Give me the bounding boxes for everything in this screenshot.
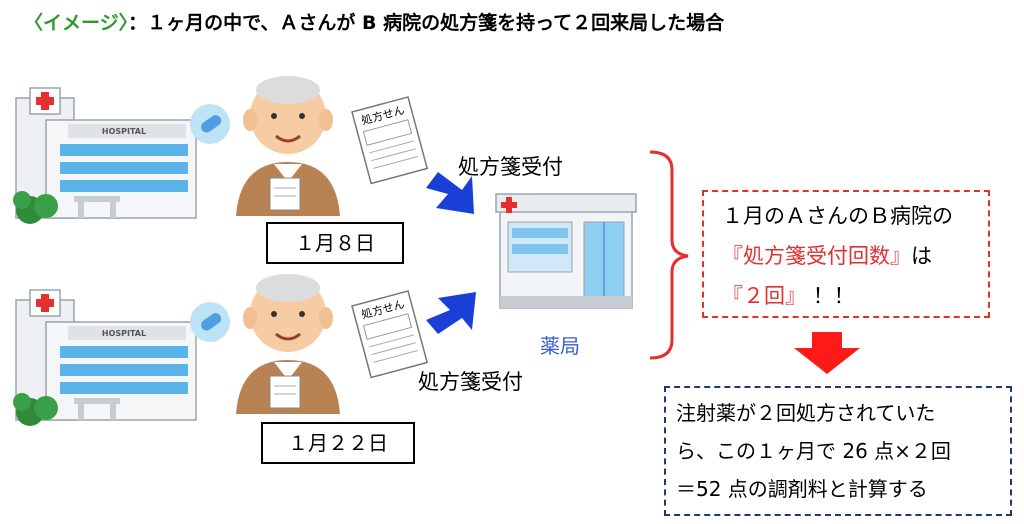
pharmacy-icon <box>495 193 637 309</box>
calculation-box: 注射薬が２回処方されていた ら、この１ヶ月で 26 点×２回 ＝52 点の調剤料… <box>664 386 1012 516</box>
result-count-label: 『処方箋受付回数』 <box>722 244 911 268</box>
title-prefix: 〈イメージ〉 <box>24 12 129 34</box>
result-box: １月のＡさんのＢ病院の 『処方箋受付回数』は 『２回』 ！！ <box>702 190 990 318</box>
result-line-3: 『２回』 ！！ <box>722 276 988 316</box>
hospital-icon-2 <box>12 289 197 427</box>
result-line-2-tail: は <box>911 244 932 268</box>
result-line-1: １月のＡさんのＢ病院の <box>722 204 953 228</box>
hospital-sign-2: HOSPITAL <box>102 329 146 338</box>
page-title: 〈イメージ〉：１ヶ月の中で、Ａさんが B 病院の処方箋を持って２回来局した場合 <box>24 8 724 35</box>
grouping-brace <box>649 150 689 360</box>
pharmacy-label: 薬局 <box>540 334 580 358</box>
visit-date-1: １月８日 <box>266 222 404 264</box>
title-text: ：１ヶ月の中で、Ａさんが B 病院の処方箋を持って２回来局した場合 <box>128 12 725 34</box>
down-arrow <box>794 332 860 374</box>
calc-line-1: 注射薬が２回処方されていた <box>676 401 936 425</box>
result-line-2: 『処方箋受付回数』は <box>722 236 988 276</box>
result-count-value: 『２回』 <box>722 284 806 308</box>
hospital-icon-1 <box>12 87 197 225</box>
result-line-3-tail: ！！ <box>812 284 855 308</box>
accept-label-1: 処方箋受付 <box>458 155 563 179</box>
arrow-to-pharmacy-1 <box>426 172 474 214</box>
patient-icon-1 <box>188 74 342 218</box>
prescription-icon-1: 処方せん <box>351 96 428 185</box>
accept-label-2: 処方箋受付 <box>418 370 523 394</box>
patient-icon-2 <box>188 272 342 416</box>
calc-line-3: ＝52 点の調剤料と計算する <box>676 477 928 501</box>
visit-date-2: １月２２日 <box>261 422 415 464</box>
arrow-to-pharmacy-2 <box>426 292 476 334</box>
hospital-sign-1: HOSPITAL <box>102 127 146 136</box>
calc-line-2: ら、この１ヶ月で 26 点×２回 <box>676 439 951 463</box>
prescription-icon-2: 処方せん <box>351 290 428 379</box>
